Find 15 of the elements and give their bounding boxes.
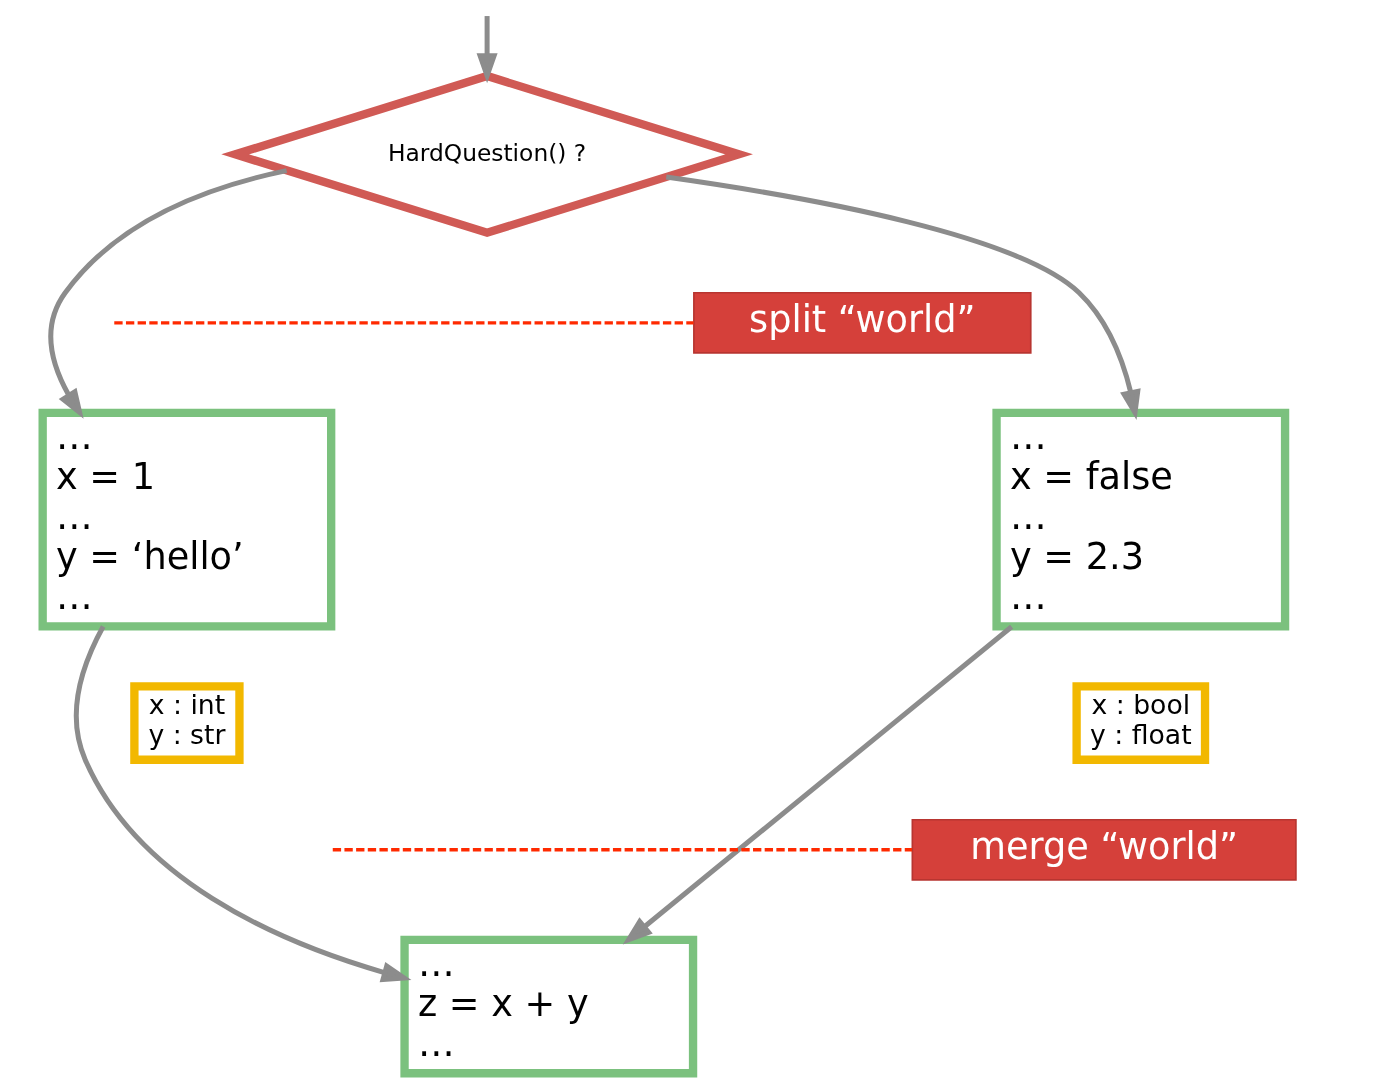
connector <box>332 848 913 852</box>
arrow <box>48 168 288 419</box>
arrow <box>476 16 498 84</box>
arrow <box>622 624 1014 945</box>
node-box: … z = x + y … <box>400 935 698 1078</box>
node-box: split “world” <box>693 291 1032 354</box>
node-box: merge “world” <box>911 818 1297 881</box>
node-box: x : int y : str <box>130 682 244 764</box>
connector <box>114 321 694 325</box>
node-box: … x = 1 … y = ‘hello’ … <box>38 408 336 631</box>
node-diamond: HardQuestion() ? <box>221 71 753 238</box>
node-box: x : bool y : float <box>1072 682 1210 764</box>
arrow <box>73 625 412 983</box>
node-box: … x = false … y = 2.3 … <box>992 408 1290 631</box>
arrow <box>665 174 1141 420</box>
